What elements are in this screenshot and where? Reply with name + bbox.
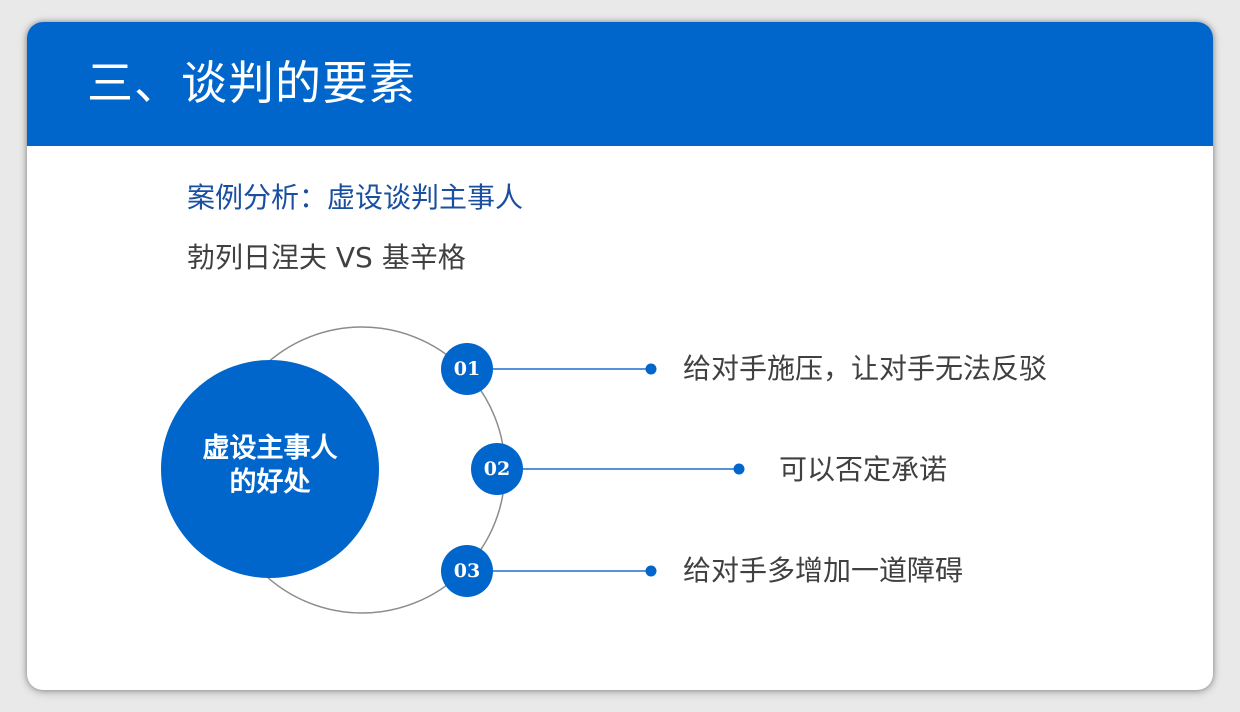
- bullet-dot-1: [645, 363, 657, 375]
- center-label-line-2: 的好处: [229, 467, 311, 498]
- center-disc: [161, 360, 379, 578]
- slide: 三、谈判的要素 案例分析：虚设谈判主事人 勃列日涅夫 VS 基辛格 虚设主事人 …: [27, 22, 1213, 690]
- names-line: 勃列日涅夫 VS 基辛格: [187, 241, 466, 274]
- center-label-line-1: 虚设主事人: [202, 433, 338, 464]
- node-number-1: 01: [453, 358, 481, 380]
- center-label: 虚设主事人 的好处: [162, 432, 378, 500]
- case-analysis-line: 案例分析：虚设谈判主事人: [187, 181, 524, 214]
- benefit-text-2: 可以否定承诺: [779, 453, 948, 486]
- benefit-text-3: 给对手多增加一道障碍: [683, 554, 964, 587]
- benefits-diagram: [161, 326, 745, 614]
- node-circle-2: [471, 443, 523, 495]
- node-circle-1: [441, 343, 493, 395]
- node-circle-3: [441, 545, 493, 597]
- node-number-2: 02: [483, 458, 511, 480]
- page-title: 三、谈判的要素: [87, 56, 416, 110]
- node-number-3: 03: [453, 560, 481, 582]
- header-bar: 三、谈判的要素: [27, 22, 1213, 146]
- benefit-text-1: 给对手施压，让对手无法反驳: [683, 352, 1048, 385]
- bullet-dot-2: [733, 463, 745, 475]
- bullet-dot-3: [645, 565, 657, 577]
